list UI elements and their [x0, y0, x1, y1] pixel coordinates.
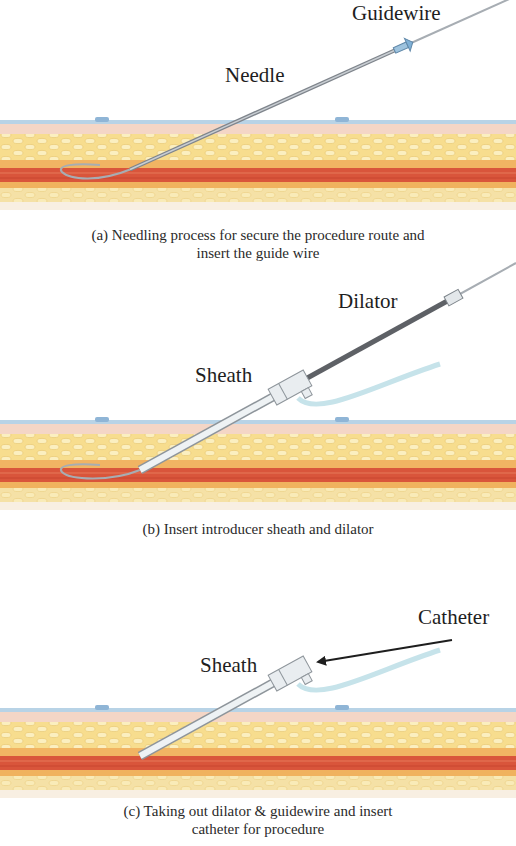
part-label: Sheath	[195, 364, 252, 387]
panel-caption: (c) Taking out dilator & guidewire and i…	[108, 802, 408, 838]
part-label: Sheath	[200, 654, 257, 677]
leader-arrow	[318, 640, 452, 662]
part-label: Needle	[225, 64, 284, 87]
part-label: Catheter	[418, 606, 489, 629]
panel-caption: (a) Needling process for secure the proc…	[88, 226, 428, 262]
part-label: Dilator	[338, 290, 397, 313]
panel-caption: (b) Insert introducer sheath and dilator	[58, 520, 458, 538]
part-label: Guidewire	[352, 2, 441, 25]
